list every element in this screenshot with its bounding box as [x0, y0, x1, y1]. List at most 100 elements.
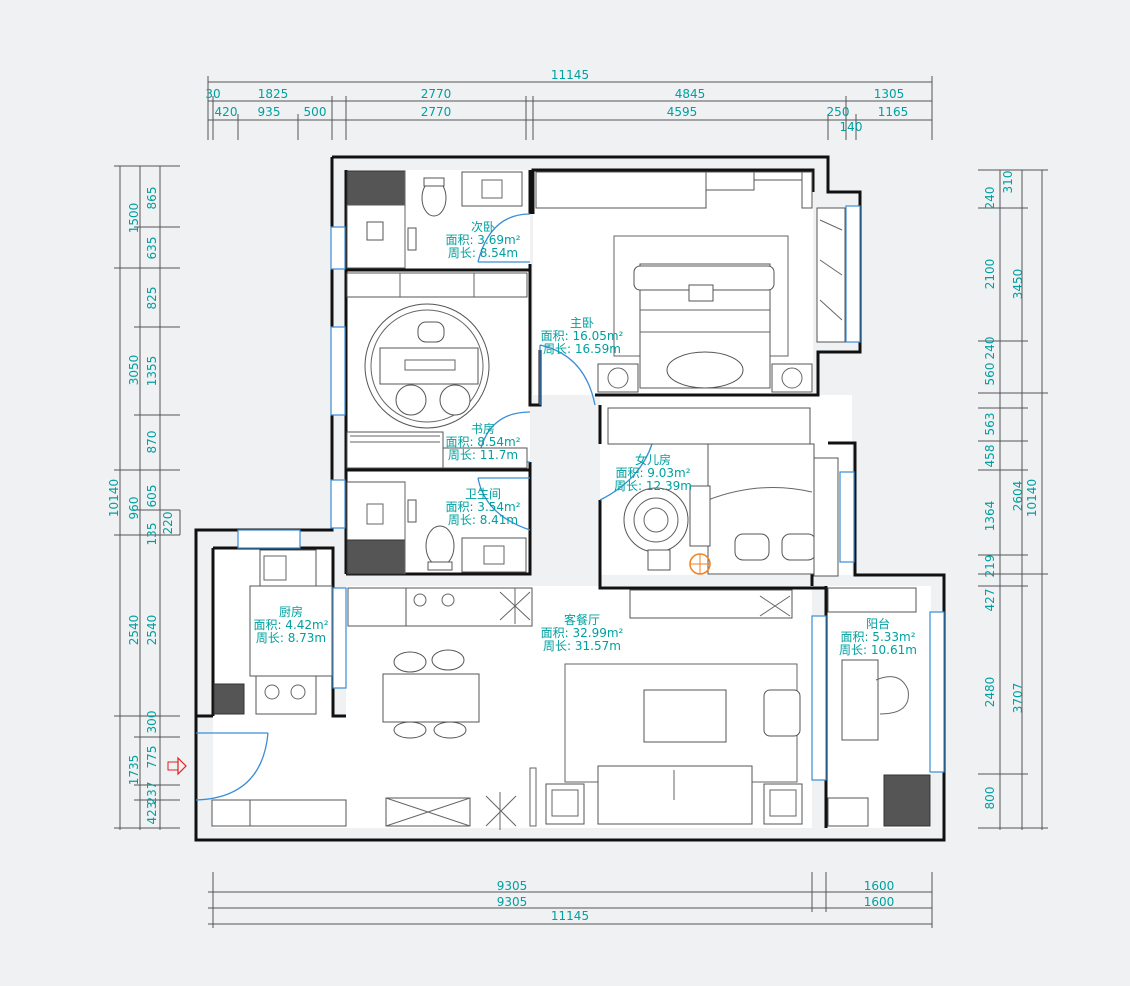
- svg-text:面积: 16.05m²: 面积: 16.05m²: [541, 329, 624, 343]
- left-dim: 1735: [127, 755, 141, 786]
- svg-text:面积: 4.42m²: 面积: 4.42m²: [253, 618, 328, 632]
- top-dim: 1825: [258, 87, 289, 101]
- right-dim: 240: [983, 337, 997, 360]
- bottom-total-dim: 11145: [551, 909, 589, 923]
- svg-text:主卧: 主卧: [570, 316, 594, 330]
- svg-text:卫生间: 卫生间: [465, 487, 501, 501]
- svg-text:面积: 32.99m²: 面积: 32.99m²: [541, 626, 624, 640]
- left-dimensions: 10140 1500 3050 960 2540 1735 865 635 82…: [107, 165, 181, 830]
- room-labels: 次卧 面积: 3.69m² 周长: 8.54m 主卧 面积: 16.05m² 周…: [253, 220, 916, 657]
- svg-text:周长: 11.7m: 周长: 11.7m: [448, 448, 518, 462]
- top-dim: 1165: [878, 105, 909, 119]
- top-dimensions: 11145 30 1825 2770 4845 1305 420 935 500…: [205, 68, 933, 140]
- door-swing: [599, 443, 653, 501]
- left-dim: 960: [127, 497, 141, 520]
- room-label-living-dining: 客餐厅 面积: 32.99m² 周长: 31.57m: [541, 612, 624, 653]
- top-dim: 2770: [421, 87, 452, 101]
- svg-text:周长: 12.39m: 周长: 12.39m: [614, 479, 692, 493]
- room-label-bathroom: 卫生间 面积: 3.54m² 周长: 8.41m: [445, 487, 520, 527]
- right-dim: 310: [1001, 171, 1015, 194]
- right-dim: 2480: [983, 677, 997, 708]
- top-dim: 4595: [667, 105, 698, 119]
- top-dim: 30: [205, 87, 220, 101]
- svg-text:面积: 3.54m²: 面积: 3.54m²: [445, 500, 520, 514]
- room-label-daughter-room: 女儿房 面积: 9.03m² 周长: 12.39m: [614, 452, 692, 493]
- right-dim: 2100: [983, 259, 997, 290]
- left-dim: 300: [145, 711, 159, 734]
- svg-text:周长: 16.59m: 周长: 16.59m: [543, 342, 621, 356]
- door-swing: [539, 344, 596, 406]
- svg-text:周长: 8.54m: 周长: 8.54m: [448, 246, 518, 260]
- svg-text:周长: 31.57m: 周长: 31.57m: [543, 639, 621, 653]
- svg-text:厨房: 厨房: [279, 604, 303, 619]
- room-label-kitchen: 厨房 面积: 4.42m² 周长: 8.73m: [253, 604, 328, 645]
- left-dim: 870: [145, 431, 159, 454]
- window: [330, 479, 346, 529]
- left-dim: 2540: [127, 615, 141, 646]
- doors: [195, 213, 653, 801]
- svg-text:书房: 书房: [471, 421, 495, 436]
- left-dim: 635: [145, 237, 159, 260]
- living-dining-furniture: [211, 587, 803, 830]
- right-dim: 800: [983, 787, 997, 810]
- svg-text:阳台: 阳台: [866, 616, 890, 631]
- door-swing: [477, 213, 531, 263]
- left-dim: 220: [161, 512, 175, 535]
- room-label-master-bedroom: 主卧 面积: 16.05m² 周长: 16.59m: [541, 316, 624, 356]
- right-dim: 219: [983, 555, 997, 578]
- right-dimensions: 240 2100 240 560 563 458 1364 219 427 24…: [978, 169, 1048, 830]
- room-label-secondary-bedroom: 次卧 面积: 3.69m² 周长: 8.54m: [445, 220, 520, 260]
- window: [330, 226, 346, 270]
- room-label-study: 书房 面积: 8.54m² 周长: 11.7m: [445, 421, 520, 462]
- window: [330, 326, 346, 416]
- svg-text:面积: 8.54m²: 面积: 8.54m²: [445, 435, 520, 449]
- entrance-arrow-icon: [167, 756, 187, 776]
- svg-text:女儿房: 女儿房: [635, 452, 671, 467]
- left-dim: 423: [145, 802, 159, 825]
- door-swing: [477, 477, 531, 531]
- window: [929, 611, 945, 773]
- top-dim: 420: [215, 105, 238, 119]
- secondary-bath-furniture: [346, 170, 523, 269]
- left-dim: 865: [145, 187, 159, 210]
- kitchen-furniture: [213, 549, 333, 715]
- top-dim: 935: [258, 105, 281, 119]
- left-dim: 775: [145, 746, 159, 769]
- right-dim: 240: [983, 187, 997, 210]
- entrance-door-swing: [195, 732, 269, 801]
- room-label-balcony: 阳台 面积: 5.33m² 周长: 10.61m: [839, 616, 917, 657]
- balcony-furniture: [827, 587, 931, 827]
- study-furniture: [346, 272, 528, 469]
- svg-text:周长: 8.41m: 周长: 8.41m: [448, 513, 518, 527]
- svg-text:面积: 9.03m²: 面积: 9.03m²: [615, 466, 690, 480]
- left-dim: 825: [145, 287, 159, 310]
- svg-text:面积: 3.69m²: 面积: 3.69m²: [445, 233, 520, 247]
- top-total-dim: 11145: [551, 68, 589, 82]
- bottom-dim: 9305: [497, 879, 528, 893]
- svg-text:周长: 10.61m: 周长: 10.61m: [839, 643, 917, 657]
- top-dim: 2770: [421, 105, 452, 119]
- right-dim: 2604: [1011, 481, 1025, 512]
- left-dim: 605: [145, 485, 159, 508]
- bathroom-furniture: [346, 481, 527, 575]
- window: [845, 205, 861, 343]
- left-dim: 2540: [145, 615, 159, 646]
- right-dim: 3707: [1011, 683, 1025, 714]
- left-dim: 135: [145, 523, 159, 546]
- svg-text:面积: 5.33m²: 面积: 5.33m²: [840, 630, 915, 644]
- right-total-dim: 10140: [1025, 479, 1039, 517]
- right-dim: 427: [983, 589, 997, 612]
- top-dim: 500: [304, 105, 327, 119]
- left-dim: 1500: [127, 203, 141, 234]
- top-dim: 250: [827, 105, 850, 119]
- top-dim: 1305: [874, 87, 905, 101]
- top-dim: 140: [840, 120, 863, 134]
- top-dim: 4845: [675, 87, 706, 101]
- bottom-dimensions: 9305 1600 9305 1600 11145: [208, 872, 933, 928]
- right-dim: 563: [983, 413, 997, 436]
- bottom-dim: 1600: [864, 879, 895, 893]
- svg-text:次卧: 次卧: [471, 220, 495, 234]
- left-dim: 3050: [127, 355, 141, 386]
